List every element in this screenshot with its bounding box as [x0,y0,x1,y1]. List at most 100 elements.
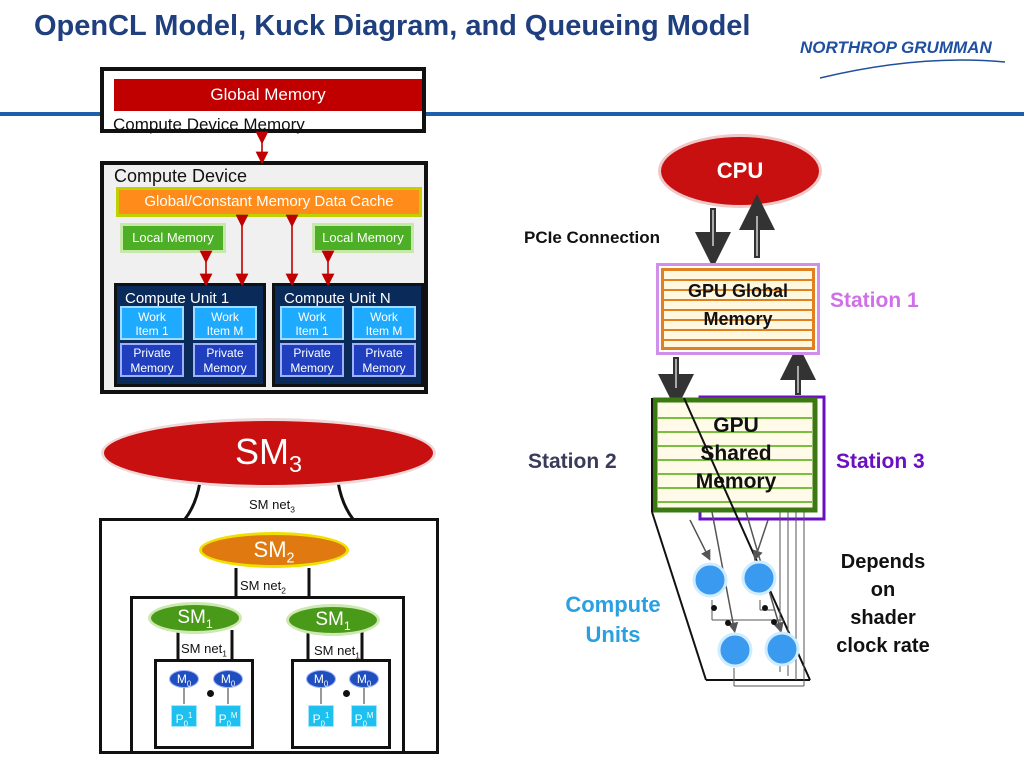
kuck-level2-box [130,596,405,754]
depends-line2: on [870,579,896,601]
depends-line3: shader [850,607,916,629]
compute-units-line1: Compute [565,592,661,617]
private-memory-line2: Memory [130,361,174,375]
processor-p0-m: P0M [215,705,241,729]
sm1-right-node: SM1 [286,604,380,636]
sm-net-text: SM net [249,497,291,512]
compute-unit-circle [741,560,777,596]
p-superscript: 1 [188,711,193,720]
local-memory-left: Local Memory [120,223,226,253]
private-memory-line2: Memory [362,361,406,375]
work-item-line2: Item 1 [295,324,329,338]
memory-module-m0: M0 [213,670,243,688]
m0-text: M [220,672,231,686]
processor-cluster-right [291,659,391,749]
work-item-1: Work Item 1 [120,306,184,340]
gpu-shared-line1: GPU [713,414,759,437]
p-superscript: 1 [325,711,330,720]
sm-net-subscript: 1 [355,650,360,661]
p-subscript: 0 [320,719,325,729]
p-subscript: 0 [183,719,188,729]
private-memory: Private Memory [120,343,184,377]
private-memory-line1: Private [365,346,403,360]
sm-net3-label: SM net3 [249,497,295,515]
p-subscript: 0 [226,719,231,729]
sm2-node: SM2 [199,532,349,568]
processor-cluster-left [154,659,254,749]
gpu-shared-line2: Shared [700,442,772,465]
station-3-label: Station 3 [836,450,925,473]
sm1-subscript: 1 [205,616,213,631]
m0-subscript: 0 [366,679,372,689]
sm-net1-right-label: SM net1 [314,643,360,661]
compute-device-label: Compute Device [114,166,248,186]
compute-unit-circle [692,562,728,598]
gpu-shared-memory-label: GPU Shared Memory [676,412,796,496]
compute-unit-circle [764,631,800,667]
sm3-node: SM3 [101,418,436,488]
station-1-label: Station 1 [830,289,919,312]
sm-net-text: SM net [240,578,282,593]
logo-swoosh-icon [819,59,1006,79]
work-item-line2: Item M [206,324,244,338]
work-item-line1: Work [370,310,398,324]
m0-text: M [356,672,367,686]
processor-p0-1: P01 [308,705,334,729]
local-memory-right: Local Memory [312,223,414,253]
gpu-global-line1: GPU Global [687,281,788,301]
ellipsis-dot [343,690,350,697]
sm1-left-node: SM1 [148,602,242,634]
private-memory: Private Memory [193,343,257,377]
gpu-global-memory-label: GPU Global Memory [661,277,815,333]
compute-unit-n-label: Compute Unit N [284,290,391,307]
processor-p0-1: P01 [171,705,197,729]
ellipsis-dot [207,690,214,697]
private-memory: Private Memory [352,343,416,377]
p-text: P [175,712,184,726]
m0-subscript: 0 [323,679,329,689]
sm-net1-left-label: SM net1 [181,641,227,659]
sm1-subscript: 1 [343,618,351,633]
sm-net-text: SM net [314,643,356,658]
work-item-line1: Work [211,310,239,324]
work-item-1: Work Item 1 [280,306,344,340]
p-text: P [354,712,363,726]
private-memory-line2: Memory [203,361,247,375]
p-superscript: M [230,711,238,720]
m0-text: M [313,672,324,686]
m0-subscript: 0 [186,679,192,689]
private-memory-line1: Private [293,346,331,360]
station-2-label: Station 2 [528,450,617,473]
private-memory-line1: Private [133,346,171,360]
sm-net-subscript: 1 [222,648,227,659]
title-divider [0,112,1024,116]
sm-net-text: SM net [181,641,223,656]
compute-device-memory-label: Compute Device Memory [113,115,305,134]
depends-line1: Depends [840,551,926,573]
sm-net2-label: SM net2 [240,578,286,596]
sm-net-subscript: 2 [281,585,286,596]
compute-units-label: Compute Units [548,590,678,650]
compute-unit-circle [717,632,753,668]
private-memory-line1: Private [206,346,244,360]
memory-module-m0: M0 [306,670,336,688]
pcie-connection-label: PCIe Connection [524,228,661,247]
sm3-label: SM [234,431,289,472]
global-constant-cache-bar: Global/Constant Memory Data Cache [116,187,422,217]
private-memory: Private Memory [280,343,344,377]
compute-unit-1-label: Compute Unit 1 [125,290,230,307]
memory-module-m0: M0 [169,670,199,688]
sm3-subscript: 3 [288,451,302,478]
memory-module-m0: M0 [349,670,379,688]
northrop-grumman-logo: NORTHROP GRUMMAN [800,38,992,57]
private-memory-line2: Memory [290,361,334,375]
compute-units-line2: Units [585,622,641,647]
sm-net-subscript: 3 [290,504,295,515]
work-item-line1: Work [138,310,166,324]
p-subscript: 0 [362,719,367,729]
sm1-label: SM [177,607,206,628]
